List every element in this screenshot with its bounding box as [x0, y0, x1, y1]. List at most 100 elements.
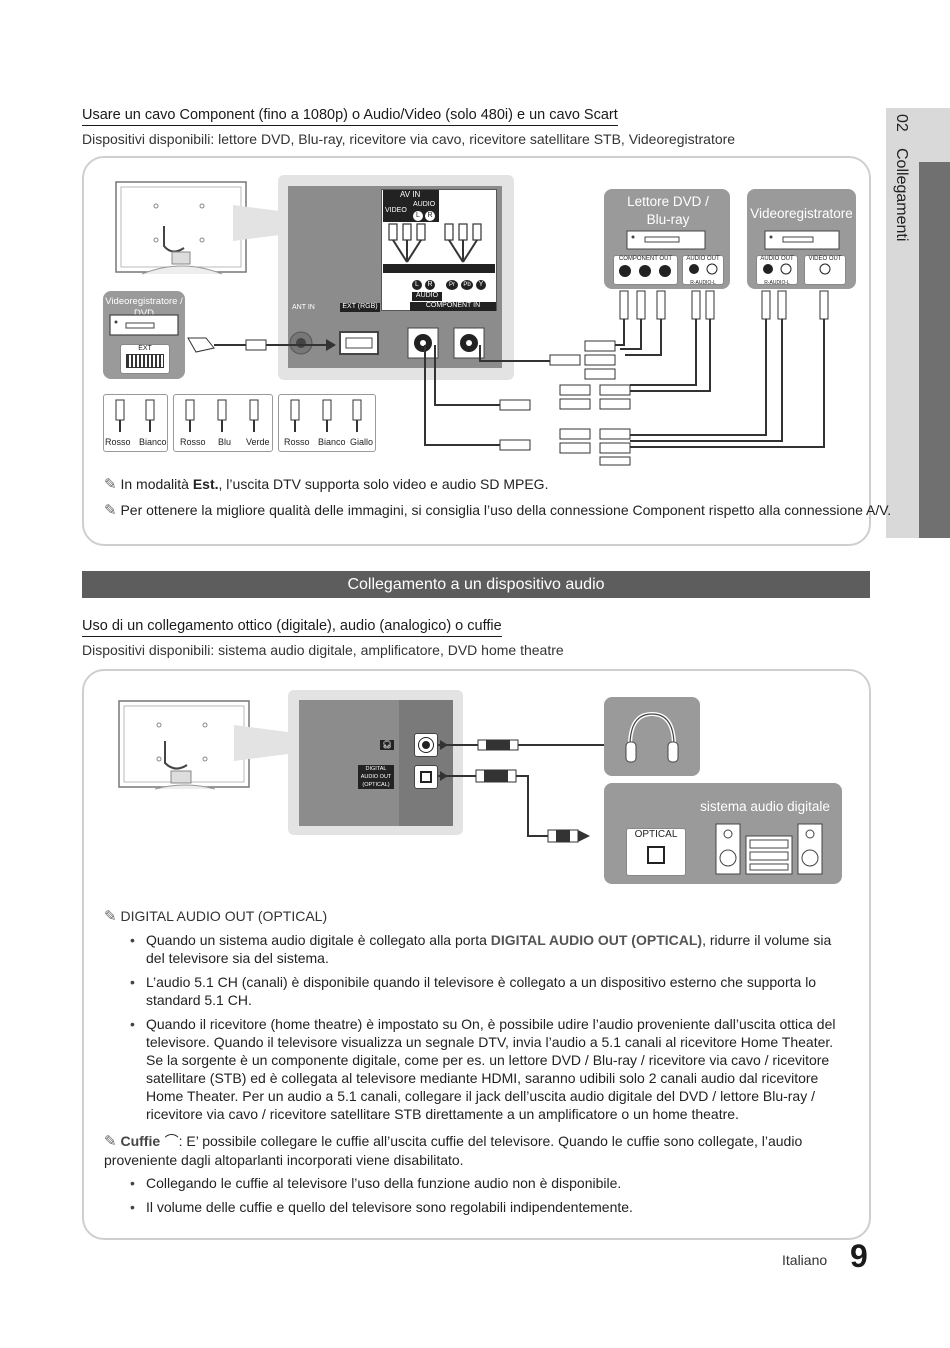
headphone-jack: [418, 737, 434, 753]
headphones-icon: [625, 711, 679, 763]
cable-group-3: [278, 394, 376, 452]
audio-lower-label: AUDIO: [412, 292, 442, 301]
av-in-video-label: VIDEO: [385, 207, 407, 214]
side-tab-number: 02: [893, 114, 910, 132]
component-out-jacks: [619, 265, 671, 277]
tv-zoom-wedge-2: [234, 725, 290, 761]
section1-devices: Dispositivi disponibili: lettore DVD, Bl…: [82, 131, 736, 147]
ext-label: EXT: [138, 345, 152, 352]
bullet-item: Il volume delle cuffie e quello del tele…: [124, 1198, 840, 1216]
y-badge: Y: [476, 280, 486, 290]
optical-label: OPTICAL: [634, 829, 678, 840]
audio-system-optical: OPTICAL: [626, 828, 686, 876]
audio-out-label: AUDIO OUT: [360, 774, 392, 780]
cable-label-blu: Blu: [218, 437, 232, 447]
cable-label-giallo: Giallo: [350, 437, 374, 447]
vcr-video-out-jack: [819, 263, 831, 275]
headphone-port: [414, 733, 438, 757]
av-in-audio-label: AUDIO: [413, 201, 436, 208]
av-in-plugs: [383, 223, 495, 273]
tv-rear-illustration: [115, 181, 247, 275]
av-in-label: AV IN: [400, 190, 421, 199]
tv-rear-illustration-2: [118, 700, 250, 790]
r-badge: R: [425, 211, 435, 221]
bullet-item: L’audio 5.1 CH (canali) è disponibile qu…: [124, 973, 840, 1009]
player-component-out-label: COMPONENT OUT: [618, 256, 673, 262]
headphones-box: [604, 697, 700, 776]
stereo-system-icon: [715, 823, 823, 875]
cable-label-verde: Verde: [246, 437, 270, 447]
side-tab-label: Collegamenti: [893, 148, 910, 242]
vcr-dvd-title: Videoregistratore / DVD: [105, 296, 183, 319]
cuffie-bold: Cuffie: [120, 1133, 161, 1149]
digital-audio-out-heading-text: DIGITAL AUDIO OUT (OPTICAL): [120, 908, 328, 924]
bullet-1-bold: DIGITAL AUDIO OUT (OPTICAL): [490, 932, 703, 948]
cable-label-rosso-2: Rosso: [180, 437, 206, 447]
player-audio-out-jacks: [689, 263, 718, 275]
bullet-item: Collegando le cuffie al televisore l’uso…: [124, 1174, 840, 1192]
audio-system-title: sistema audio digitale: [700, 799, 830, 814]
component-wiring: [424, 290, 829, 466]
section1-note-1: ✎ In modalità Est., l’uscita DTV support…: [104, 475, 548, 493]
tv-panel-inner-2-band: [399, 700, 453, 826]
footer-page-number: 9: [850, 1238, 868, 1274]
footer-language: Italiano: [782, 1252, 828, 1268]
cable-group-1: [103, 394, 168, 452]
av-in-header: [383, 190, 439, 200]
cable-group-3-plugs: [290, 399, 362, 432]
bullet-item: Quando un sistema audio digitale è colle…: [124, 931, 840, 967]
note-pencil-icon: ✎: [104, 1132, 117, 1150]
ext-scart-port: EXT: [120, 344, 170, 374]
digital-audio-out-heading: ✎ DIGITAL AUDIO OUT (OPTICAL): [104, 907, 327, 925]
section2-title: Uso di un collegamento ottico (digitale)…: [82, 618, 502, 637]
note-2-text: Per ottenere la migliore qualità delle i…: [120, 502, 892, 518]
vcr-audio-out-label: AUDIO OUT: [760, 256, 794, 262]
section2-devices: Dispositivi disponibili: sistema audio d…: [82, 642, 564, 658]
digital-audio-out-label: DIGITAL AUDIO OUT (OPTICAL): [358, 765, 394, 789]
cable-label-bianco-3: Bianco: [318, 437, 346, 447]
component-badges: L R Pr Pb Y: [412, 278, 496, 292]
player-audio-out: AUDIO OUT R-AUDIO-L: [682, 255, 724, 286]
bullet-3-text: Quando il ricevitore (home theatre) è im…: [146, 1016, 836, 1122]
note-1-pre: In modalità: [120, 476, 193, 492]
cuffie-bullets: Collegando le cuffie al televisore l’uso…: [124, 1174, 840, 1222]
vcr-video-out-label: VIDEO OUT: [808, 256, 842, 262]
scart-cable: [187, 337, 336, 353]
player-audio-out-label: AUDIO OUT: [686, 256, 720, 262]
note-pencil-icon: ✎: [104, 475, 117, 493]
cable-group-1-plugs: [115, 399, 155, 432]
cable-label-rosso-1: Rosso: [105, 437, 131, 447]
note-pencil-icon: ✎: [104, 907, 117, 925]
l-badge-lower: L: [412, 280, 422, 290]
cuffie-text: : E’ possibile collegare le cuffie all’u…: [104, 1133, 803, 1168]
bullet-1-pre: Quando un sistema audio digitale è colle…: [146, 932, 491, 948]
bullet-item: Quando il ricevitore (home theatre) è im…: [124, 1015, 840, 1123]
optical-port: [414, 765, 438, 789]
bullet-2-text: L’audio 5.1 CH (canali) è disponibile qu…: [146, 974, 817, 1008]
cuffie-note: ✎ Cuffie ⌒: E’ possibile collegare le cu…: [104, 1132, 844, 1169]
note-1-bold: Est.: [192, 476, 219, 492]
cable-label-bianco-1: Bianco: [139, 437, 167, 447]
player-title: Lettore DVD / Blu-ray: [627, 194, 709, 227]
digital-audio-bullets: Quando un sistema audio digitale è colle…: [124, 931, 840, 1129]
side-tab-right-strip: [919, 162, 950, 538]
cable-label-rosso-3: Rosso: [284, 437, 310, 447]
player-device-icon: [626, 230, 706, 250]
ant-in-label: ANT IN: [292, 304, 315, 311]
optical-port-square: [420, 771, 432, 783]
ext-rgb-label: EXT (RGB): [340, 303, 380, 312]
vcr-title: Videoregistratore: [750, 206, 853, 221]
l-badge: L: [413, 211, 423, 221]
optical-in-port: [647, 846, 665, 864]
pb-badge: Pb: [461, 280, 473, 290]
vcr-audio-out: AUDIO OUT R-AUDIO-L: [756, 255, 798, 286]
r-badge-lower: R: [425, 280, 435, 290]
optical-paren-label: (OPTICAL): [362, 782, 390, 788]
note-pencil-icon: ✎: [104, 501, 117, 519]
cable-group-2: [173, 394, 273, 452]
vcr-video-out: VIDEO OUT: [804, 255, 846, 285]
player-component-out: COMPONENT OUT: [613, 255, 678, 285]
pr-badge: Pr: [446, 280, 458, 290]
audio-cables: [438, 739, 608, 843]
digital-label: DIGITAL: [365, 766, 387, 772]
